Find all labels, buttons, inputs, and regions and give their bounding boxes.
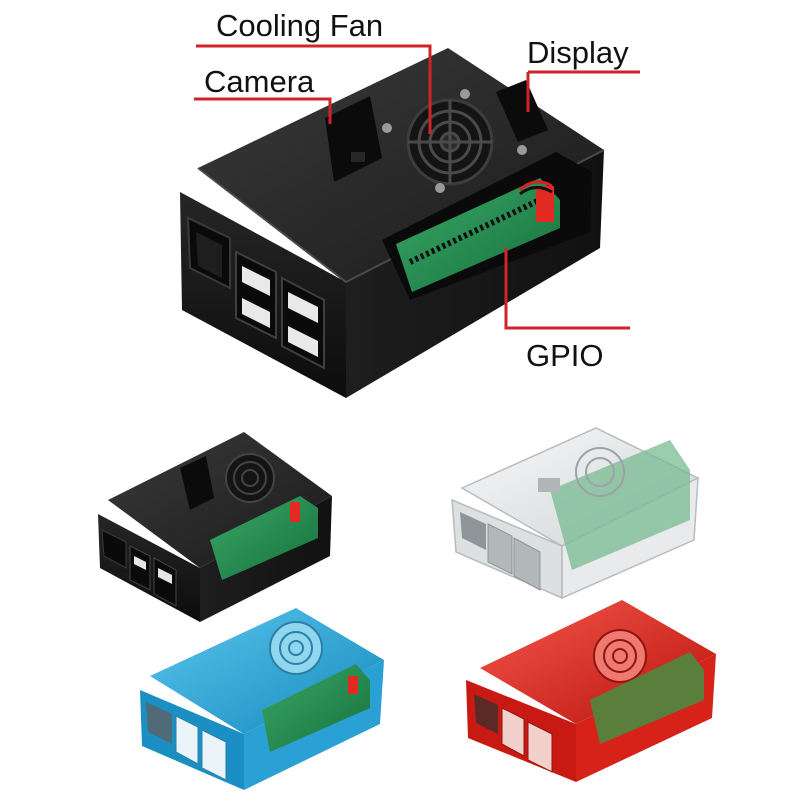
label-gpio: GPIO [526,338,604,373]
red-case [466,600,716,782]
black-case-small [98,432,332,622]
callout-leader-lines [194,44,640,330]
black-case-main [180,48,605,398]
label-display: Display [527,35,629,70]
clear-case [451,427,700,600]
blue-case [140,608,384,790]
label-camera: Camera [204,64,315,99]
label-cooling-fan: Cooling Fan [216,8,384,43]
usb-ports-main [235,250,325,370]
